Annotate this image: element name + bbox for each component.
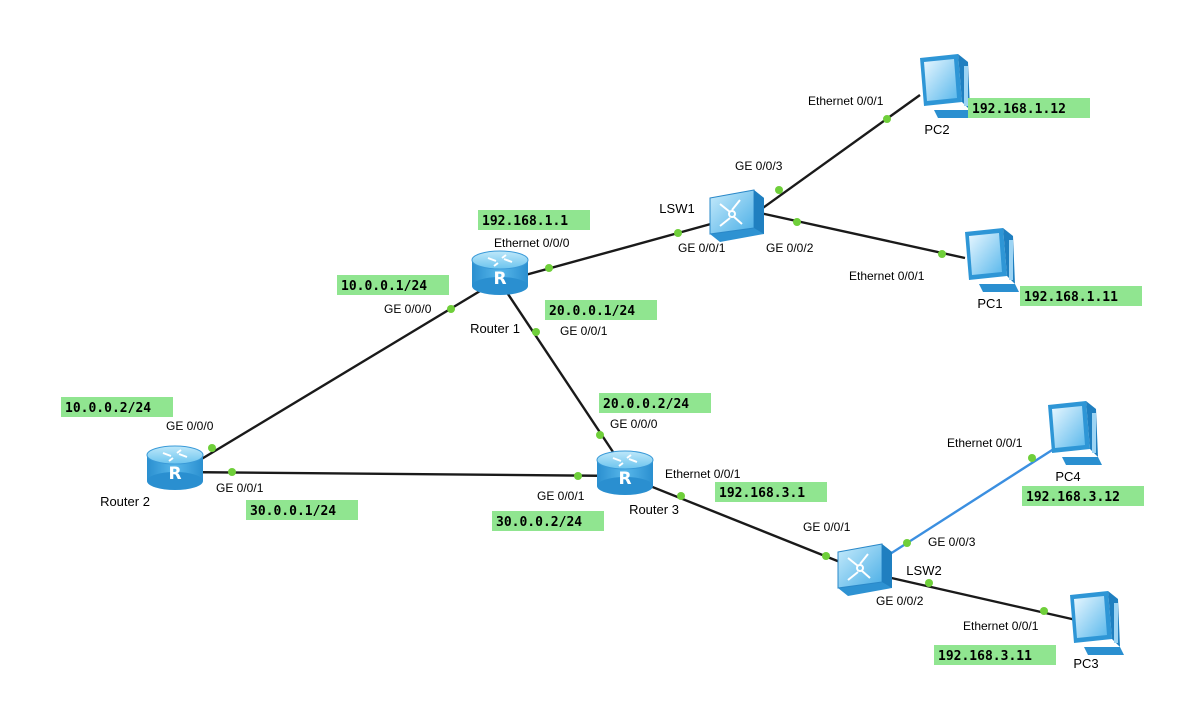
iface-label: GE 0/0/0 [166,419,214,433]
ip-label-r1-lan: 192.168.1.1 [478,210,590,230]
port-dot [822,552,830,560]
svg-text:10.0.0.1/24: 10.0.0.1/24 [341,279,427,294]
pc-icon [1048,401,1102,465]
svg-text:20.0.0.2/24: 20.0.0.2/24 [603,397,689,412]
port-dot [793,218,801,226]
link-lsw2-pc4[interactable] [864,443,1061,572]
ip-label-pc2: 192.168.1.12 [968,98,1090,118]
port-dot [1028,454,1036,462]
ip-labels: 192.168.1.1 10.0.0.1/24 20.0.0.1/24 10.0… [61,98,1144,665]
iface-label: GE 0/0/0 [610,417,658,431]
iface-label: GE 0/0/3 [735,159,783,173]
port-dot [674,229,682,237]
port-dot [574,472,582,480]
pc1-label: PC1 [977,296,1002,311]
switch-icon [709,189,765,243]
pc-2[interactable]: PC2 [920,54,974,137]
pc-icon [965,228,1019,292]
ip-label-r2-ge001: 30.0.0.1/24 [246,500,358,520]
router-3[interactable]: Router 3 [596,450,679,517]
port-dots [208,115,1048,615]
router-icon [471,250,529,296]
pc-icon [920,54,974,118]
router-icon [146,445,204,491]
lsw2-label: LSW2 [906,563,941,578]
pc2-label: PC2 [924,122,949,137]
iface-label: GE 0/0/1 [216,481,264,495]
port-dot [775,186,783,194]
iface-label: Ethernet 0/0/1 [947,436,1023,450]
ip-label-r2-ge000: 10.0.0.2/24 [61,397,173,417]
router-2-label: Router 2 [100,494,150,509]
iface-label: GE 0/0/2 [766,241,814,255]
link-lsw1-pc2[interactable] [759,94,921,211]
ip-label-pc1: 192.168.1.11 [1020,286,1142,306]
port-dot [925,579,933,587]
interface-labels: Ethernet 0/0/0 GE 0/0/0 GE 0/0/1 GE 0/0/… [166,94,1039,633]
link-router2-router1[interactable] [174,283,491,477]
ip-label-pc3: 192.168.3.11 [934,645,1056,665]
port-dot [1040,607,1048,615]
pc-3[interactable]: PC3 [1070,591,1124,671]
iface-label: Ethernet 0/0/1 [849,269,925,283]
pc3-label: PC3 [1073,656,1098,671]
link-router2-router3[interactable] [174,470,626,478]
link-router1-router3[interactable] [501,284,626,471]
port-dot [903,539,911,547]
router-1-label: Router 1 [470,321,520,336]
switch-lsw2[interactable]: LSW2 [837,543,942,597]
router-2[interactable]: Router 2 [100,445,204,509]
svg-text:30.0.0.2/24: 30.0.0.2/24 [496,515,582,530]
iface-label: Ethernet 0/0/0 [494,236,570,250]
iface-label: GE 0/0/1 [803,520,851,534]
svg-text:192.168.1.11: 192.168.1.11 [1024,290,1118,305]
link-router3-lsw2[interactable] [624,474,861,572]
ip-label-pc4: 192.168.3.12 [1022,486,1144,506]
iface-label: Ethernet 0/0/1 [665,467,741,481]
pc-icon [1070,591,1124,655]
pc4-label: PC4 [1055,469,1080,484]
port-dot [677,492,685,500]
svg-text:192.168.3.12: 192.168.3.12 [1026,490,1120,505]
port-dot [545,264,553,272]
switch-lsw1[interactable]: LSW1 [659,189,765,243]
iface-label: GE 0/0/1 [560,324,608,338]
iface-label: Ethernet 0/0/1 [963,619,1039,633]
svg-text:10.0.0.2/24: 10.0.0.2/24 [65,401,151,416]
port-dot [883,115,891,123]
svg-text:192.168.3.1: 192.168.3.1 [719,486,805,501]
svg-text:20.0.0.1/24: 20.0.0.1/24 [549,304,635,319]
router-icon [596,450,654,496]
port-dot [596,431,604,439]
iface-label: GE 0/0/1 [678,241,726,255]
iface-label: GE 0/0/3 [928,535,976,549]
pc-4[interactable]: PC4 [1048,401,1102,484]
svg-text:192.168.1.1: 192.168.1.1 [482,214,568,229]
port-dot [208,444,216,452]
switch-icon [837,543,893,597]
svg-text:192.168.3.11: 192.168.3.11 [938,649,1032,664]
router-3-label: Router 3 [629,502,679,517]
link-lsw2-pc3[interactable] [864,570,1086,624]
svg-text:30.0.0.1/24: 30.0.0.1/24 [250,504,336,519]
svg-text:192.168.1.12: 192.168.1.12 [972,102,1066,117]
pc-1[interactable]: PC1 [965,228,1019,311]
iface-label: Ethernet 0/0/1 [808,94,884,108]
ip-label-r3-ge000: 20.0.0.2/24 [599,393,711,413]
port-dot [532,328,540,336]
iface-label: GE 0/0/0 [384,302,432,316]
lsw1-label: LSW1 [659,201,694,216]
ip-label-r3-lan: 192.168.3.1 [715,482,827,502]
router-1[interactable]: Router 1 [470,250,529,336]
iface-label: GE 0/0/1 [537,489,585,503]
port-dot [447,305,455,313]
iface-label: GE 0/0/2 [876,594,924,608]
port-dot [938,250,946,258]
ip-label-r1-ge001: 20.0.0.1/24 [545,300,657,320]
port-dot [228,468,236,476]
ip-label-r1-ge000: 10.0.0.1/24 [337,275,449,295]
ip-label-r3-ge001: 30.0.0.2/24 [492,511,604,531]
